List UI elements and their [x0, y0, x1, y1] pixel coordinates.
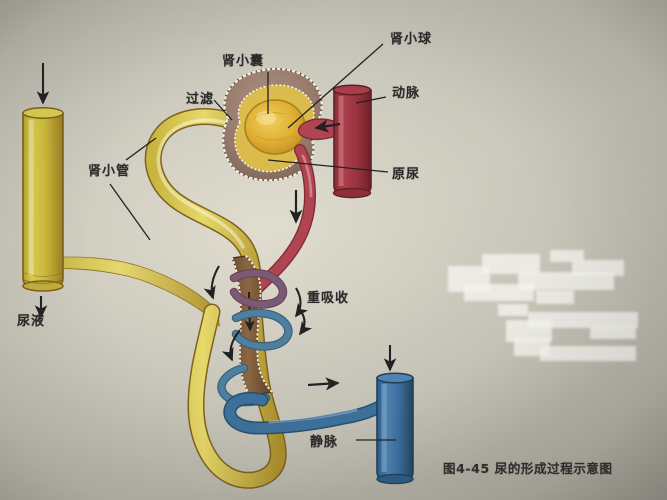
- label-reabsorption: 重吸收: [307, 291, 350, 306]
- peritubular-capillary: [217, 268, 293, 407]
- reabsorption-arrow-3: [221, 329, 241, 362]
- blood-in-arrow: [314, 119, 341, 133]
- label-glomerulus: 肾小球: [390, 32, 433, 47]
- label-primary-urine: 原尿: [392, 167, 421, 182]
- reabsorption-arrow-4: [298, 309, 313, 336]
- leader-glomerulus: [287, 43, 384, 129]
- leader-artery: [355, 96, 387, 104]
- reabsorption-arrow-2: [294, 287, 309, 318]
- vein-flow-arrow: [307, 377, 340, 391]
- leader-tubule-2: [109, 183, 151, 241]
- leader-tubule: [125, 137, 157, 161]
- vein: [376, 372, 414, 485]
- figure-caption: 图4-45 尿的形成过程示意图: [443, 461, 613, 476]
- label-urine: 尿液: [17, 314, 46, 329]
- leader-filtration: [213, 99, 233, 121]
- leader-primary-urine: [267, 159, 389, 173]
- label-glomerular-capsule: 肾小囊: [222, 54, 265, 69]
- label-renal-tubule: 肾小管: [88, 164, 131, 179]
- collecting-duct: [22, 107, 221, 327]
- label-filtration: 过滤: [186, 92, 215, 107]
- reabsorption-arrows: [203, 265, 313, 362]
- glomerulus: [244, 99, 306, 155]
- leader-lines: [109, 43, 396, 441]
- label-vein: 静脉: [310, 435, 339, 450]
- label-artery: 动脉: [392, 86, 421, 101]
- vein-vessel: [223, 391, 399, 435]
- reabsorption-arrow-1: [203, 265, 220, 300]
- artery: [332, 84, 372, 199]
